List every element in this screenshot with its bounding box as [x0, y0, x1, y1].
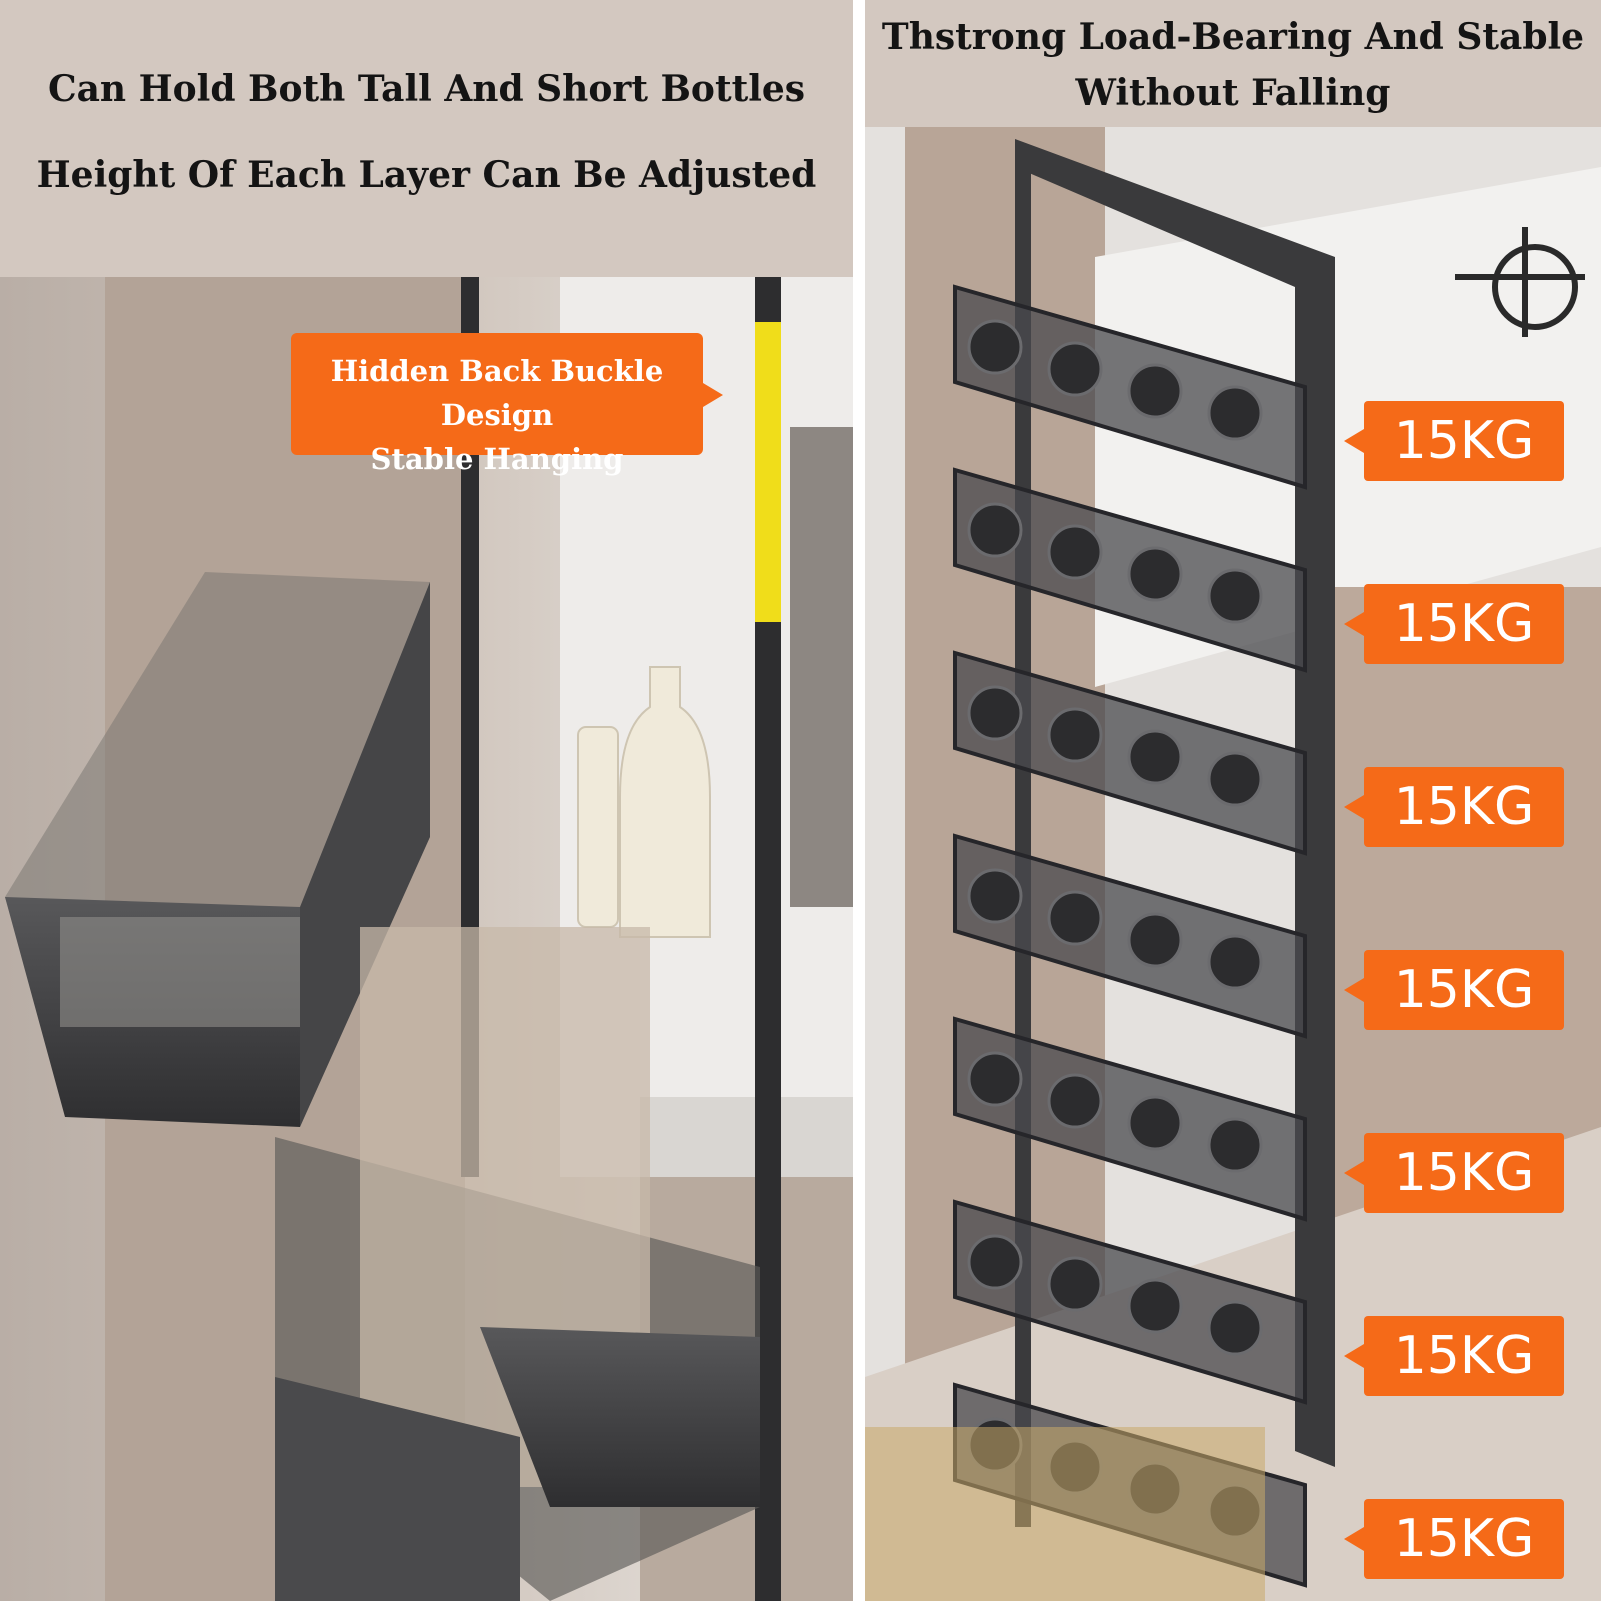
cabinet-doors — [1335, 587, 1601, 1227]
load-label-4: 15KG — [1344, 950, 1564, 1030]
left-heading-line2: Height Of Each Layer Can Be Adjusted — [36, 154, 817, 196]
gas-burner — [1455, 227, 1585, 337]
shelf-basket-1 — [953, 284, 1307, 490]
shelf-basket-6 — [953, 1199, 1307, 1405]
shelf-basket-5 — [953, 1016, 1307, 1222]
panel-divider — [853, 0, 865, 1601]
load-label-3: 15KG — [1344, 767, 1564, 847]
left-panel: Can Hold Both Tall And Short Bottles Hei… — [0, 0, 853, 1601]
hidden-back-buckle-callout: Hidden Back Buckle Design Stable Hanging — [291, 333, 723, 476]
basket-top — [5, 572, 430, 1127]
bottles-blurred — [865, 1427, 1265, 1601]
load-label-6: 15KG — [1344, 1316, 1564, 1396]
load-label-5: 15KG — [1344, 1133, 1564, 1213]
left-product-photo — [0, 277, 853, 1601]
glass-bottles — [577, 666, 711, 938]
load-label-1: 15KG — [1344, 401, 1564, 481]
right-heading-line1: Thstrong Load-Bearing And Stable — [881, 16, 1585, 58]
right-product-photo — [865, 127, 1601, 1601]
load-label-2: 15KG — [1344, 584, 1564, 664]
callout-line1: Hidden Back Buckle Design — [330, 354, 664, 432]
shelf-basket-2 — [953, 467, 1307, 673]
left-heading-line1: Can Hold Both Tall And Short Bottles — [47, 68, 806, 110]
coffee-machine — [790, 427, 853, 907]
right-panel: Thstrong Load-Bearing And Stable Without… — [865, 0, 1601, 1601]
right-heading-line2: Without Falling — [1075, 72, 1391, 114]
basket-bottom — [275, 1377, 520, 1601]
basket-middle — [275, 927, 760, 1601]
load-label-7: 15KG — [1344, 1499, 1564, 1579]
callout-line2: Stable Hanging — [370, 442, 624, 476]
countertop — [640, 1097, 853, 1177]
shelf-basket-3 — [953, 650, 1307, 856]
shelf-basket-4 — [953, 833, 1307, 1039]
